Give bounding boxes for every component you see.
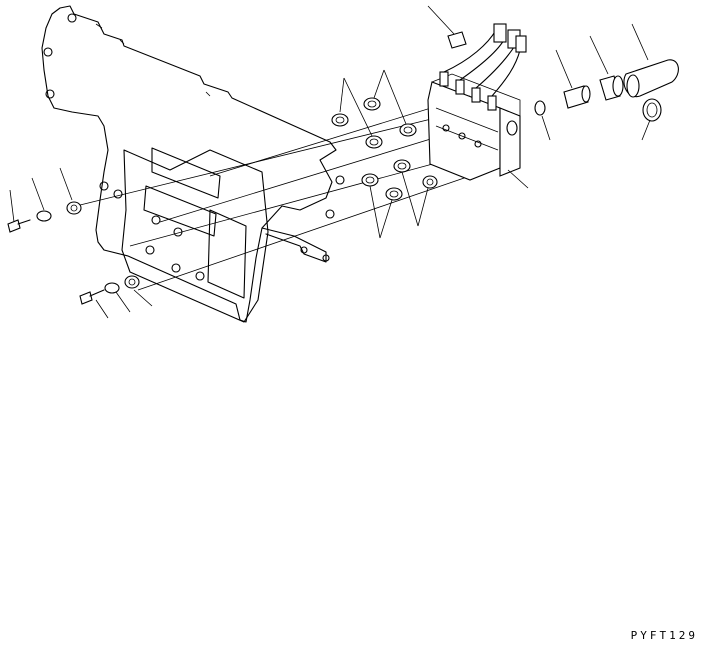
- bracket-tab: [261, 227, 330, 263]
- mounting-plate-lower: [113, 147, 269, 323]
- o-ring-seals: [331, 97, 438, 201]
- wiring-harness: [443, 23, 527, 97]
- mounting-bracket-upper: [41, 5, 337, 323]
- pipe-fittings: [534, 59, 679, 122]
- solenoid-valve-block: [427, 71, 521, 181]
- assembly-axis-lines: [75, 95, 471, 291]
- harness-clip: [447, 31, 467, 49]
- leader-lines: [9, 5, 651, 319]
- bolt-washer-set-lower: [79, 275, 140, 305]
- bracket-holes: [325, 175, 345, 219]
- figure-code-label: PYFT129: [630, 629, 698, 642]
- bolt-washer-set-upper: [7, 201, 82, 233]
